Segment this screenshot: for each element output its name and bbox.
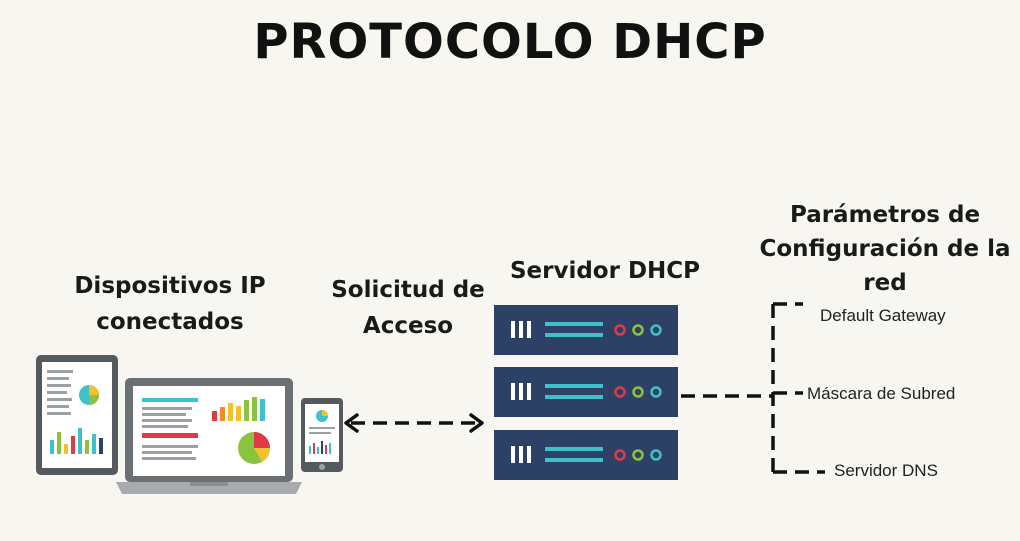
server-unit-top	[494, 305, 678, 355]
server-rack-icon	[494, 305, 678, 480]
server-label: Servidor DHCP	[509, 258, 701, 284]
devices-label: Dispositivos IP conectados	[40, 268, 300, 340]
param-default-gateway: Default Gateway	[820, 306, 946, 325]
devices-label-line1: Dispositivos IP	[74, 273, 266, 299]
phone-icon	[301, 398, 343, 472]
request-label: Solicitud de Acceso	[318, 272, 498, 344]
param-subnet-mask: Máscara de Subred	[807, 384, 956, 403]
page-title: PROTOCOLO DHCP	[253, 14, 767, 70]
server-unit-middle	[494, 367, 678, 417]
laptop-icon	[116, 378, 302, 494]
request-label-line2: Acceso	[362, 313, 454, 339]
request-label-line1: Solicitud de	[331, 277, 485, 303]
parameters-heading: Parámetros de Configuración de la red	[750, 198, 1020, 300]
server-unit-bottom	[494, 430, 678, 480]
request-arrow	[344, 413, 484, 433]
param-dns-server: Servidor DNS	[834, 461, 938, 480]
parameters-heading-line3: red	[863, 270, 907, 296]
devices-label-line2: conectados	[96, 309, 244, 335]
parameters-heading-line1: Parámetros de	[789, 202, 981, 228]
parameters-heading-line2: Configuración de la	[759, 236, 1011, 262]
tablet-icon	[36, 355, 118, 475]
parameter-connector	[681, 302, 825, 474]
